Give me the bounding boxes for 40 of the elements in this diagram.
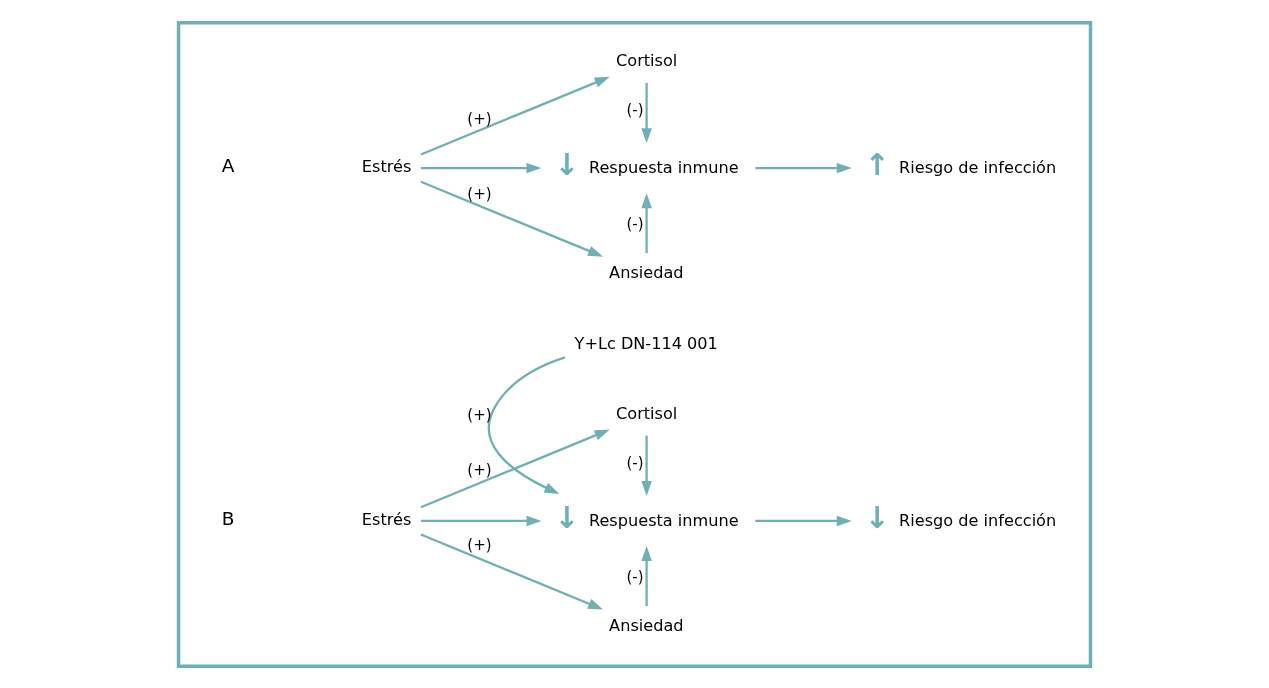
edge-label: (-) [626,453,644,472]
arrow [420,429,610,508]
node-label: ↓ [554,146,580,182]
arrow [420,76,610,155]
node-text: Ansiedad [609,262,684,282]
node-label: ↓ [554,499,580,535]
edge-label: (+) [467,184,492,203]
edge-label: (+) [467,109,492,128]
cluster [176,20,1093,668]
arrow [420,162,542,173]
edge-label: (-) [626,100,644,119]
node-label: ↓ [864,499,890,535]
edge-label: (-) [626,214,644,233]
arrow [420,533,604,609]
edge-label: (+) [467,535,492,554]
arrow [487,355,566,494]
node-text: Riesgo de infección [899,510,1057,530]
arrow [641,192,652,253]
label: B [221,507,235,529]
node-text: Cortisol [616,403,678,423]
arrow [755,515,852,526]
node-text: Estrés [361,156,412,176]
node-text: Ansiedad [609,615,684,635]
arrow [641,435,652,496]
arrow [755,162,852,173]
arrow [641,82,652,143]
node-text: Respuesta inmune [588,510,739,530]
edge-label: (+) [467,405,492,424]
node-label: ↑ [864,146,890,182]
node-text: Riesgo de infección [899,157,1057,177]
arrow [420,515,542,526]
node-text: Estrés [361,509,412,529]
node-text: Respuesta inmune [588,157,739,177]
arrow [641,545,652,606]
node-text: Cortisol [616,50,678,70]
arrow [420,180,604,257]
edge-label: (-) [626,567,644,586]
label: A [221,154,235,176]
node-text: Y+Lc DN-114 001 [574,333,718,353]
edge-label: (+) [467,460,492,479]
